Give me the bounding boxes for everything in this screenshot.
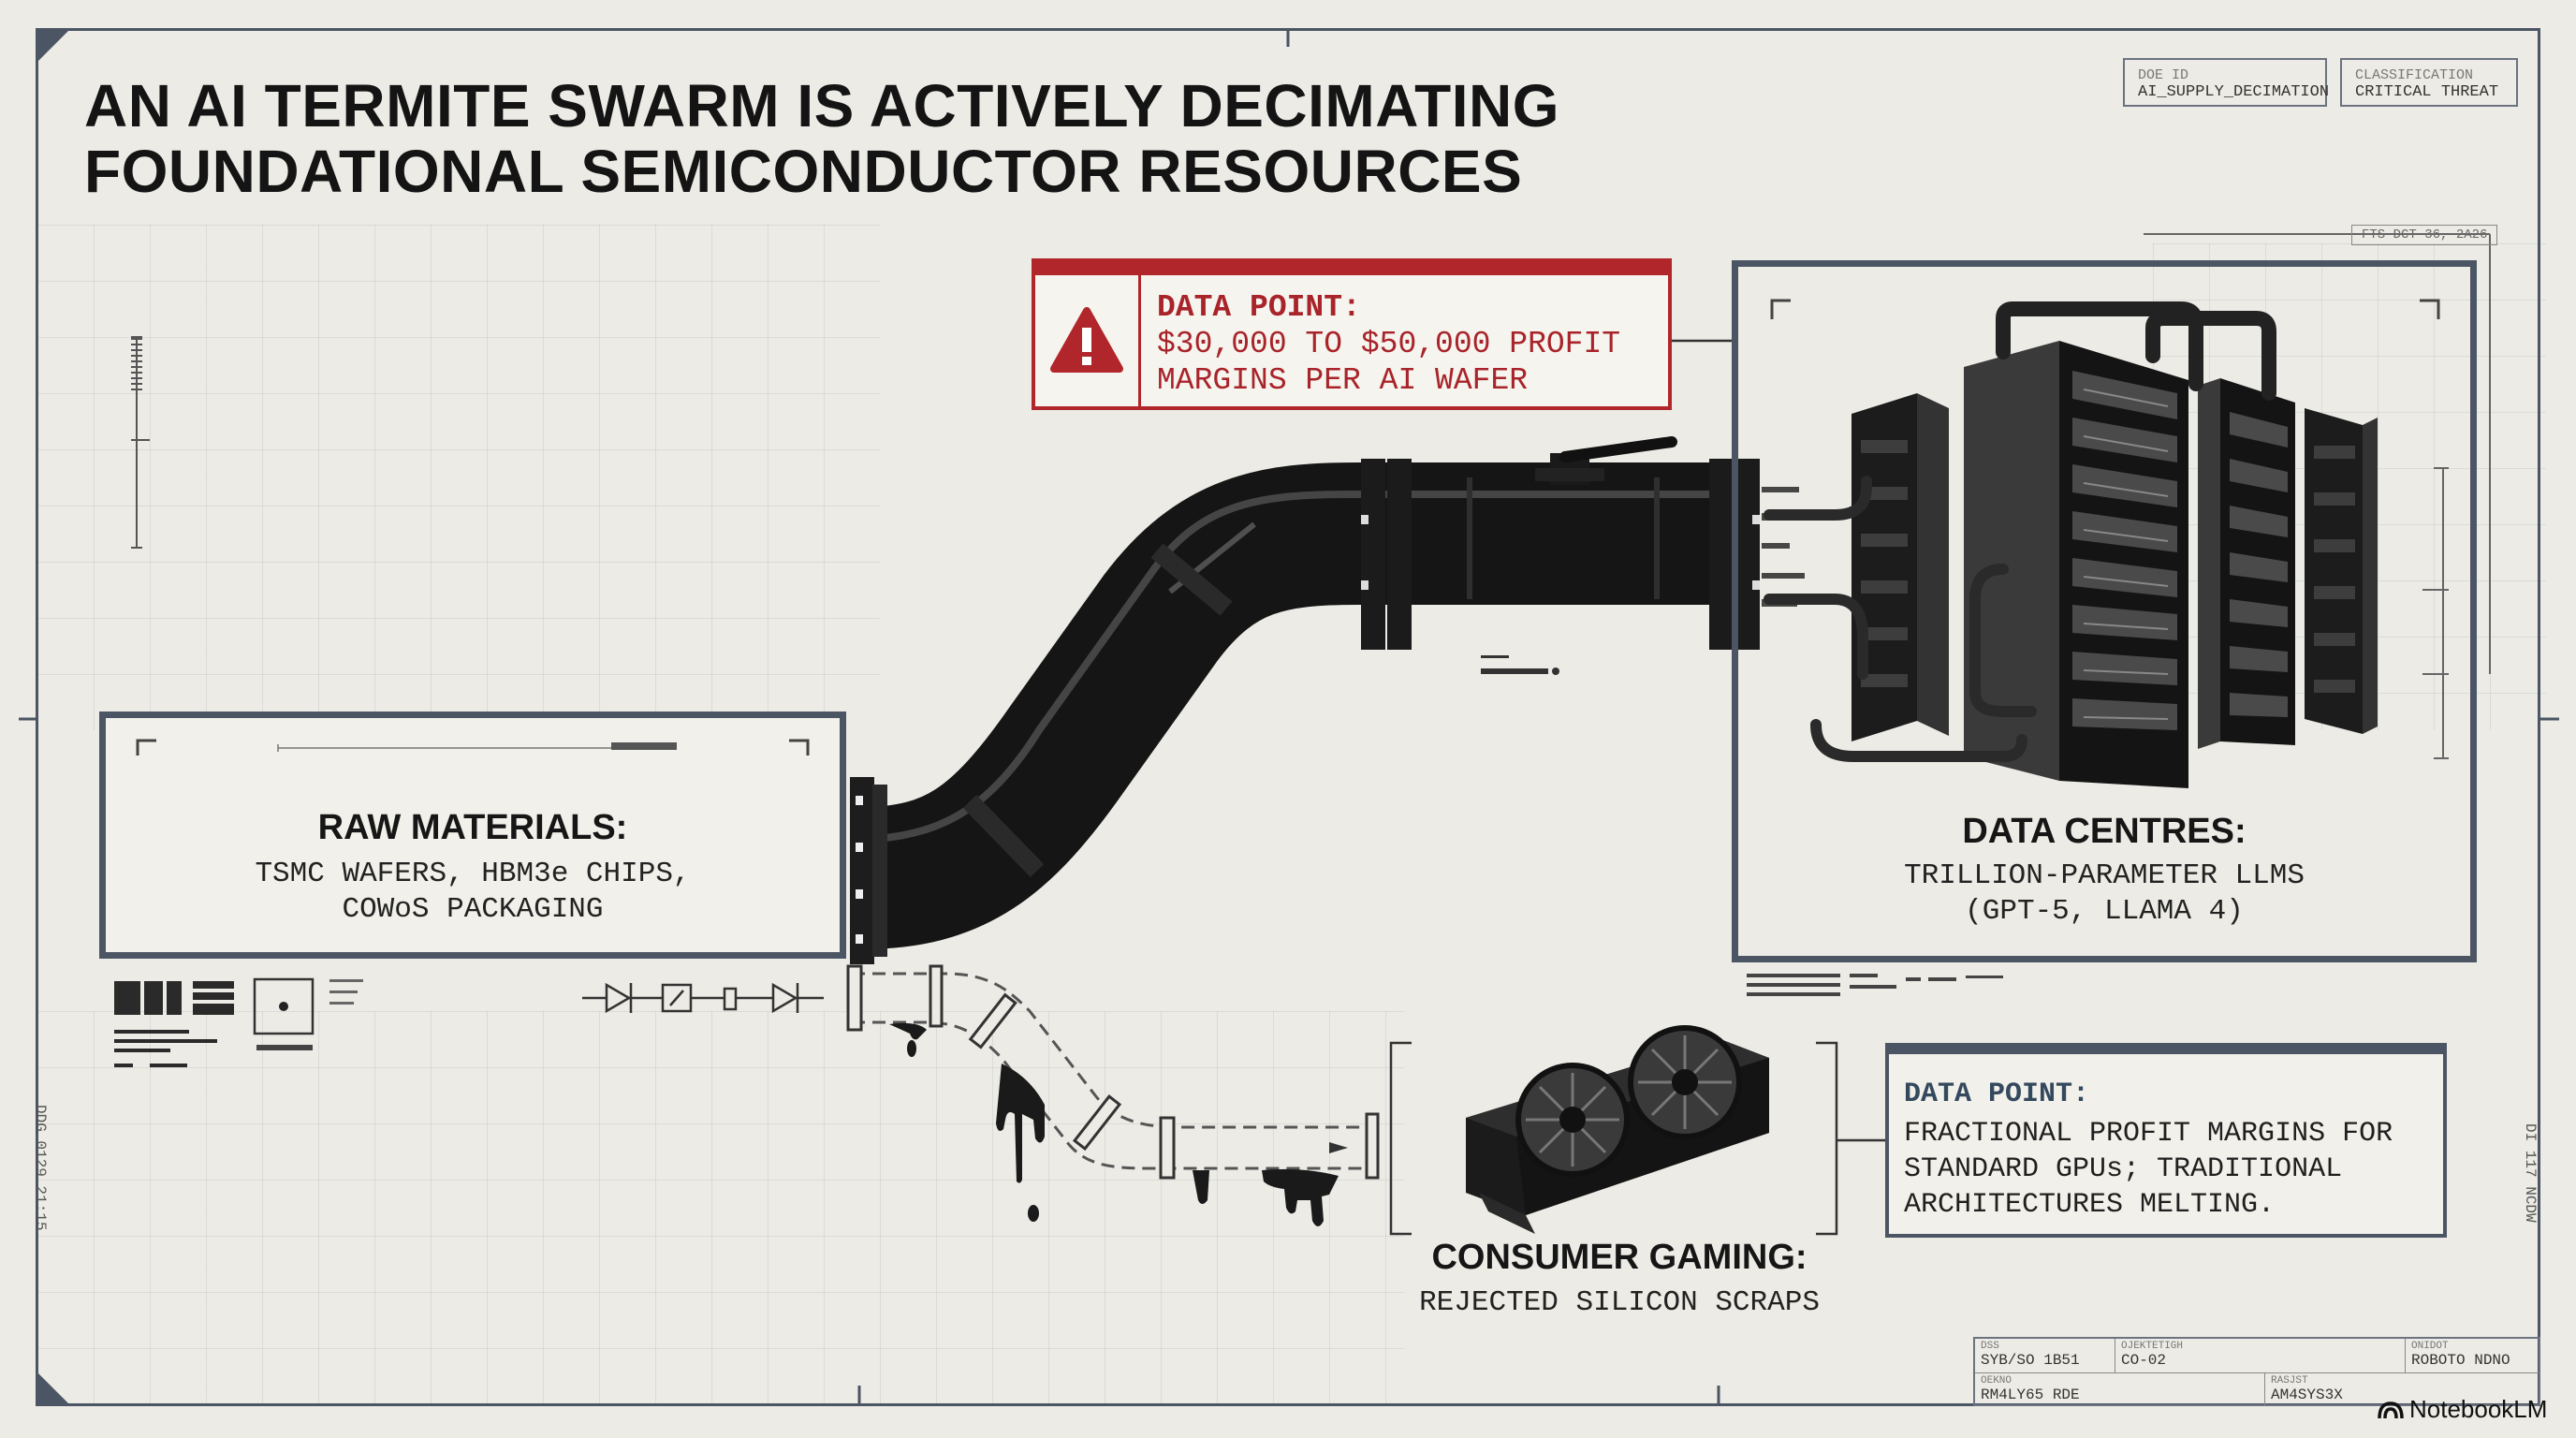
main-pipe <box>850 436 1810 964</box>
raw-materials-line-1: TSMC WAFERS, HBM3e CHIPS, <box>255 858 691 890</box>
alert-top-text: $30,000 TO $50,000 PROFIT MARGINS PER AI… <box>1157 327 1621 398</box>
timestamp: FTS DCT 36, 2A26 <box>2351 225 2498 245</box>
side-code-left: DDG 0129 21:15 <box>32 1105 49 1231</box>
footer-c3-value: ROBOTO NDNO <box>2411 1352 2510 1369</box>
footer-c4-label: OEKNO <box>1981 1375 2012 1387</box>
title-line-1: AN AI TERMITE SWARM IS ACTIVELY DECIMATI… <box>84 72 1560 139</box>
data-centres-corners <box>1770 299 2440 319</box>
note-bottom-label: DATA POINT: <box>1904 1078 2090 1110</box>
footer-c5-value: AM4SYS3X <box>2271 1387 2343 1403</box>
brand-label: NotebookLM <box>2409 1395 2548 1423</box>
footer-c4-value: RM4LY65 RDE <box>1981 1387 2080 1403</box>
classification-value: CRITICAL THREAT <box>2355 83 2499 101</box>
footer-c1-value: SYB/SO 1B51 <box>1981 1352 2080 1369</box>
footer-c3-label: ONIDOT <box>2411 1341 2449 1352</box>
side-code-right: DI 117 NCDW <box>2522 1123 2539 1223</box>
footer-c2-label: OJEKTETIGH <box>2121 1341 2184 1352</box>
data-centres-line-1: TRILLION-PARAMETER LLMS <box>1904 859 2305 892</box>
raw-materials-corners <box>136 739 810 756</box>
alert-top-label: DATA POINT: <box>1157 290 1361 325</box>
footer-c5-label: RASJST <box>2271 1375 2308 1387</box>
data-centres-heading: DATA CENTRES: <box>1962 812 2247 851</box>
server-racks <box>1764 301 2378 788</box>
data-centres-panel: DATA CENTRES: TRILLION-PARAMETER LLMS (G… <box>1732 260 2477 962</box>
background-grid-bottom <box>37 1011 1404 1404</box>
doc-id-box: DOE ID AI_SUPPLY_DECIMATION <box>2123 58 2330 107</box>
data-centres-line-2: (GPT-5, LLAMA 4) <box>1965 895 2244 928</box>
gpu-card <box>1466 1025 1769 1234</box>
data-point-alert-top: DATA POINT: $30,000 TO $50,000 PROFIT MA… <box>1032 258 1672 410</box>
classification-box: CLASSIFICATION CRITICAL THREAT <box>2340 58 2518 107</box>
drips <box>889 1022 1339 1226</box>
consumer-gaming-heading: CONSUMER GAMING: <box>1431 1238 1808 1277</box>
notebooklm-logo-icon <box>2378 1401 2404 1418</box>
alert-top-bar <box>1035 262 1668 275</box>
alert-icon-wrap <box>1035 275 1141 406</box>
consumer-gaming-sub: REJECTED SILICON SCRAPS <box>1419 1286 1820 1319</box>
raw-materials-heading: RAW MATERIALS: <box>317 808 628 847</box>
title-line-2: FOUNDATIONAL SEMICONDUCTOR RESOURCES <box>84 138 1523 205</box>
doc-id-label: DOE ID <box>2138 67 2189 83</box>
footer-cell-2: OJEKTETIGH CO-02 <box>2115 1339 2406 1373</box>
note-bottom-text: FRACTIONAL PROFIT MARGINS FOR STANDARD G… <box>1904 1118 2393 1221</box>
data-point-note-bottom: DATA POINT: FRACTIONAL PROFIT MARGINS FO… <box>1885 1043 2447 1238</box>
leaking-pipe <box>852 972 1367 1170</box>
notebooklm-brand: NotebookLM <box>2378 1395 2547 1424</box>
footer-cell-5: RASJST AM4SYS3X <box>2265 1373 2434 1406</box>
footer-cell-3: ONIDOT ROBOTO NDNO <box>2406 1339 2539 1373</box>
classification-label: CLASSIFICATION <box>2355 67 2474 83</box>
raw-materials-line-2: COWoS PACKAGING <box>342 893 604 926</box>
doc-id-value: AI_SUPPLY_DECIMATION <box>2138 83 2330 101</box>
page-title: AN AI TERMITE SWARM IS ACTIVELY DECIMATI… <box>84 73 1559 204</box>
footer-c2-value: CO-02 <box>2121 1352 2167 1369</box>
warning-icon <box>1050 307 1123 373</box>
footer-info-block: DSS SYB/SO 1B51 OJEKTETIGH CO-02 ONIDOT … <box>1973 1337 2540 1406</box>
background-grid-left <box>37 225 880 730</box>
footer-cell-1: DSS SYB/SO 1B51 <box>1975 1339 2115 1373</box>
raw-materials-panel: RAW MATERIALS: TSMC WAFERS, HBM3e CHIPS,… <box>99 712 846 959</box>
footer-c1-label: DSS <box>1981 1341 1999 1352</box>
footer-cell-4: OEKNO RM4LY65 RDE <box>1975 1373 2265 1406</box>
